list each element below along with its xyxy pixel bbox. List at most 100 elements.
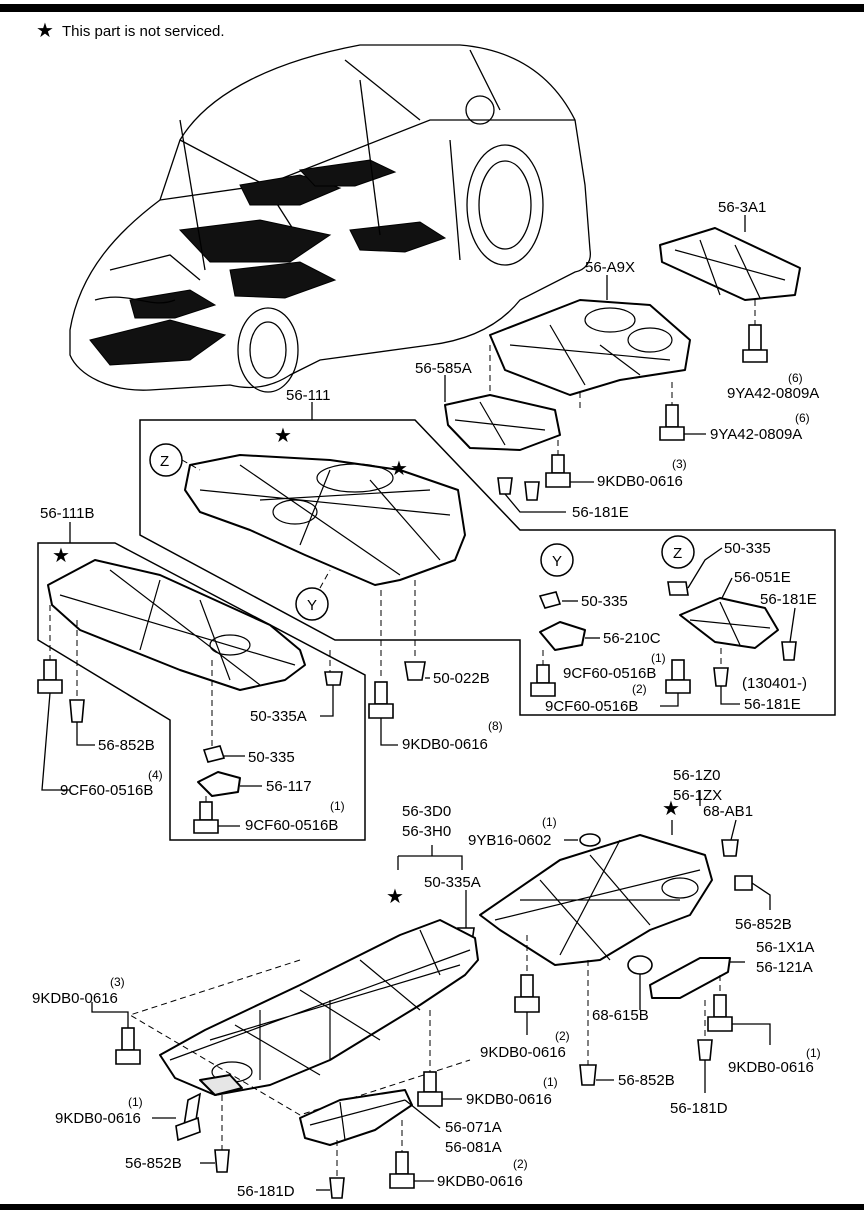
part-56-A9X: 56-A9X — [489, 259, 691, 410]
label-56-181E-z1: 56-181E — [760, 591, 817, 608]
star-icon: ★ — [662, 798, 680, 820]
legend: ★ This part is not serviced. — [36, 20, 225, 42]
svg-text:(3): (3) — [110, 975, 125, 989]
label-56-071A: 56-071A — [445, 1119, 502, 1136]
svg-text:Z: Z — [673, 545, 682, 562]
svg-text:(4): (4) — [148, 768, 163, 782]
label-50-022B: 50-022B — [433, 670, 490, 687]
svg-text:(6): (6) — [788, 371, 803, 385]
svg-text:(2): (2) — [555, 1029, 570, 1043]
label-56-117: 56-117 — [266, 778, 312, 795]
label-56-111: 56-111 — [286, 387, 330, 404]
clip-56-852B-right: 56-852B — [734, 875, 792, 933]
clip-56-181D-b: 56-181D — [237, 1140, 345, 1200]
part-56-071A: 56-071A 56-081A — [299, 1089, 502, 1156]
label-68-615B: 68-615B — [592, 1007, 649, 1024]
label-56-A9X: 56-A9X — [585, 259, 635, 276]
part-56-111: ★ ★ — [184, 425, 466, 586]
label-9KDB0-lb: 9KDB0-0616 — [55, 1110, 141, 1127]
part-56-1Z0: ★ 56-1Z0 56-1ZX — [479, 767, 722, 966]
ref-circle-Y — [295, 587, 329, 621]
bracket-56-3D0 — [397, 845, 463, 870]
label-56-3A1: 56-3A1 — [718, 199, 766, 216]
label-9KDB0-mid: 9KDB0-0616 — [402, 736, 488, 753]
svg-text:(1): (1) — [330, 799, 345, 813]
star-icon: ★ — [52, 545, 70, 567]
label-9YB16: 9YB16-0602 — [468, 832, 551, 849]
label-56-121A: 56-121A — [756, 959, 813, 976]
label-50-335A-right: 50-335A — [424, 874, 481, 891]
clip-56-181E-top: 56-181E — [497, 477, 629, 521]
label-50-335-z: 50-335 — [724, 540, 771, 557]
label-9KDB0-b2: 9KDB0-0616 — [437, 1173, 523, 1190]
svg-text:(2): (2) — [632, 682, 647, 696]
svg-text:(6): (6) — [795, 411, 810, 425]
svg-text:(2): (2) — [513, 1157, 528, 1171]
bolt-9KDB0-mid: (8) 9KDB0-0616 — [368, 590, 503, 753]
bolt-9KDB0-top: (3) 9KDB0-0616 — [545, 440, 687, 490]
label-56-3H0: 56-3H0 — [402, 823, 451, 840]
group-frame-56-111 — [139, 419, 836, 716]
part-56-117: 56-117 — [197, 771, 312, 797]
label-56-181D-b: 56-181D — [237, 1183, 295, 1200]
bolt-9KDB0-lb: (1) 9KDB0-0616 — [55, 1092, 202, 1142]
legend-text: This part is not serviced. — [62, 23, 225, 40]
clip-50-335-left: 50-335 — [202, 660, 295, 766]
label-56-051E: 56-051E — [734, 569, 791, 586]
label-9CF60-left: 9CF60-0516B — [60, 782, 153, 799]
svg-text:(8): (8) — [488, 719, 503, 733]
detail-Y: Y 50-335 56-210C (1) 9CF60-0516B (2) 9CF… — [530, 543, 691, 715]
svg-text:Y: Y — [552, 553, 562, 570]
svg-text:(1): (1) — [651, 651, 666, 665]
label-56-852B-left: 56-852B — [98, 737, 155, 754]
bolt-9KDB0-lt: (3) 9KDB0-0616 — [32, 975, 141, 1065]
label-9KDB0-r1: 9KDB0-0616 — [728, 1059, 814, 1076]
label-9KDB0-top: 9KDB0-0616 — [597, 473, 683, 490]
vehicle-illustration — [69, 44, 591, 393]
part-56-1X1A: 56-1X1A 56-121A — [649, 939, 814, 999]
svg-text:(1): (1) — [543, 1075, 558, 1089]
star-icon: ★ — [274, 425, 292, 447]
clip-50-335A-left: 50-335A — [250, 650, 343, 725]
label-56-852B-right: 56-852B — [735, 916, 792, 933]
grommet-68-615B: 68-615B — [592, 955, 653, 1024]
part-56-585A: 56-585A — [415, 360, 561, 451]
clip-56-852B-mid: 56-852B — [579, 960, 675, 1089]
clip-50-022B: 50-022B — [404, 580, 490, 687]
star-icon: ★ — [390, 458, 408, 480]
bolt-9KDB0-c2: (2) 9KDB0-0616 — [480, 935, 570, 1061]
label-9KDB0-lt: 9KDB0-0616 — [32, 990, 118, 1007]
bolt-9CF60-left: (4) 9CF60-0516B — [37, 605, 163, 799]
bolt-9KDB0-b2: (2) 9KDB0-0616 — [389, 1120, 528, 1190]
svg-text:(3): (3) — [672, 457, 687, 471]
clip-68-AB1: 68-AB1 — [703, 803, 753, 857]
detail-Z: Z 50-335 56-051E 56-181E (130401-) 56-18… — [661, 535, 817, 713]
label-56-181E-top: 56-181E — [572, 504, 629, 521]
svg-text:Y: Y — [307, 597, 317, 614]
bolt-9CF60-left2: (1) 9CF60-0516B — [193, 796, 345, 834]
washer-9YB16: (1) 9YB16-0602 — [468, 815, 601, 849]
bolt-9KDB0-c1: (1) 9KDB0-0616 — [417, 1010, 558, 1108]
assembly-outline — [128, 959, 471, 1116]
label-56-111B: 56-111B — [40, 505, 95, 522]
bolt-9KDB0-r1: (1) 9KDB0-0616 — [707, 975, 821, 1076]
label-56-1Z0: 56-1Z0 — [673, 767, 721, 784]
bolt-9YA42-b: (6) 9YA42-0809A — [659, 382, 810, 443]
label-68-AB1: 68-AB1 — [703, 803, 753, 820]
clip-56-181D-r: 56-181D — [670, 1000, 728, 1117]
top-border — [0, 4, 864, 12]
label-56-1X1A: 56-1X1A — [756, 939, 814, 956]
label-56-181E-z2: 56-181E — [744, 696, 801, 713]
clip-56-852B-left: 56-852B — [69, 620, 155, 754]
label-56-852B-bl: 56-852B — [125, 1155, 182, 1172]
label-56-3D0: 56-3D0 — [402, 803, 451, 820]
label-9KDB0-c1: 9KDB0-0616 — [466, 1091, 552, 1108]
label-56-081A: 56-081A — [445, 1139, 502, 1156]
clip-56-852B-bl: 56-852B — [125, 1095, 230, 1173]
bolt-9YA42-a: (6) 9YA42-0809A — [727, 300, 819, 402]
label-50-335-left: 50-335 — [248, 749, 295, 766]
label-9KDB0-c2: 9KDB0-0616 — [480, 1044, 566, 1061]
svg-text:(1): (1) — [806, 1046, 821, 1060]
group-frame-56-111B — [37, 542, 366, 841]
